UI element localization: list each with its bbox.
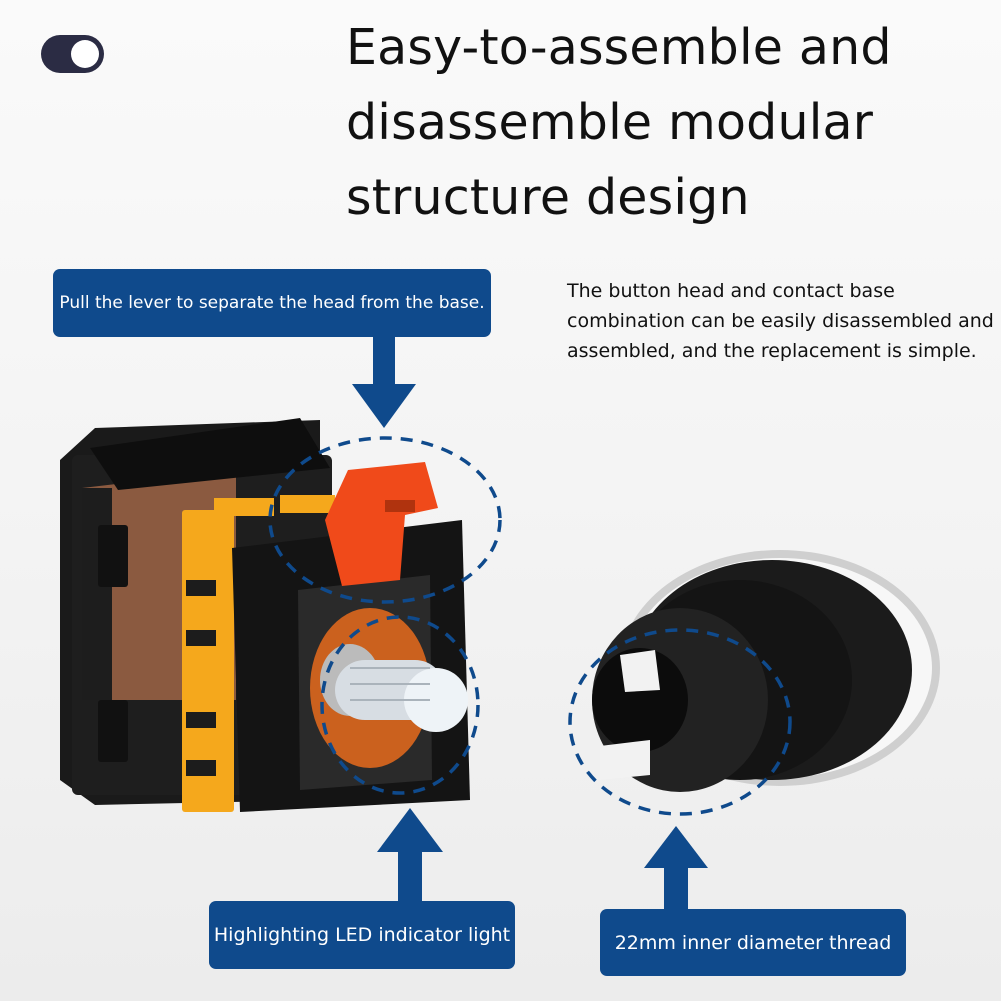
toggle-switch[interactable] — [41, 35, 104, 73]
title-line-2: disassemble modular — [346, 94, 874, 151]
description-line-3: assembled, and the replacement is simple… — [567, 340, 977, 362]
callout-lever-label: Pull the lever to separate the head from… — [53, 269, 491, 337]
release-lever — [325, 462, 438, 586]
toggle-knob — [71, 40, 99, 68]
highlight-circles — [268, 436, 792, 816]
description-line-1: The button head and contact base — [567, 280, 895, 302]
title-line-1: Easy-to-assemble and — [346, 19, 892, 76]
description-line-2: combination can be easily disassembled a… — [567, 310, 994, 332]
arrow-up-thread-icon — [644, 826, 708, 910]
arrow-up-led-icon — [377, 808, 443, 902]
title-line-3: structure design — [346, 169, 750, 226]
arrow-down-icon — [352, 336, 416, 428]
description-text: The button head and contact base combina… — [567, 276, 994, 366]
callout-led-label: Highlighting LED indicator light — [209, 901, 515, 969]
page-title: Easy-to-assemble and disassemble modular… — [346, 10, 986, 235]
button-head — [592, 550, 940, 792]
callout-thread-label: 22mm inner diameter thread — [600, 909, 906, 976]
